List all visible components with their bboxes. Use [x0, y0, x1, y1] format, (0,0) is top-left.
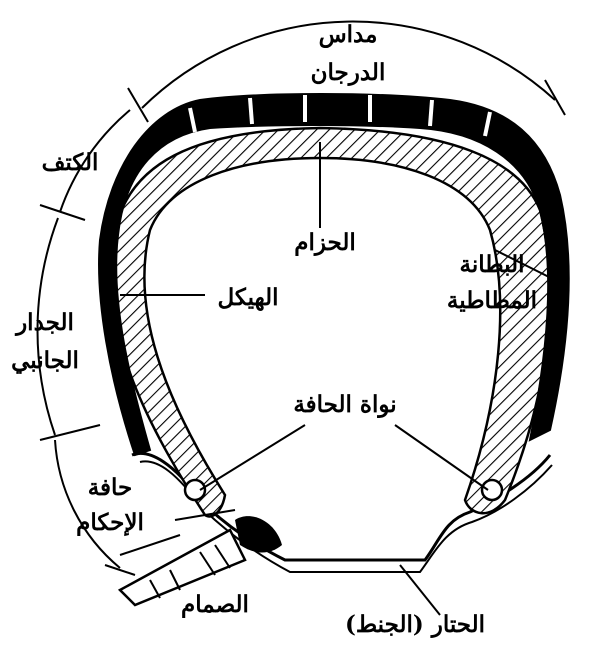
label-rim: الحتار (الجنط): [345, 611, 485, 639]
tread-rubber: [98, 93, 570, 457]
dimension-arcs: [36, 20, 556, 569]
carcass-body: [109, 126, 552, 518]
label-valve: الصمام: [181, 591, 249, 618]
label-inner-liner-line2: المطاطية: [447, 287, 537, 314]
valve-stem: [117, 516, 282, 607]
dimension-ticks: [39, 79, 566, 576]
rim-inner-outline: [139, 460, 553, 573]
label-tread-line2: الدرجان: [311, 59, 386, 87]
tread-grooves: [188, 95, 492, 137]
label-shoulder: الكتف: [42, 149, 99, 176]
label-inner-liner-line1: البطانة: [460, 251, 525, 278]
label-belt: الحزام: [294, 229, 356, 257]
label-bead-core: نواة الحافة: [293, 391, 396, 419]
label-sidewall-line2: الجانبي: [11, 347, 79, 375]
label-sidewall-line1: الجدار: [14, 309, 74, 337]
label-bead-seat-line2: الإحكام: [76, 509, 144, 537]
bead-core-right: [480, 478, 504, 502]
bead-core-left: [183, 478, 207, 502]
label-bead-seat-line1: حافة: [88, 474, 133, 501]
label-tread-line1: مداس: [319, 21, 378, 49]
label-carcass: الهيكل: [217, 284, 278, 312]
leader-lines: [119, 142, 556, 616]
